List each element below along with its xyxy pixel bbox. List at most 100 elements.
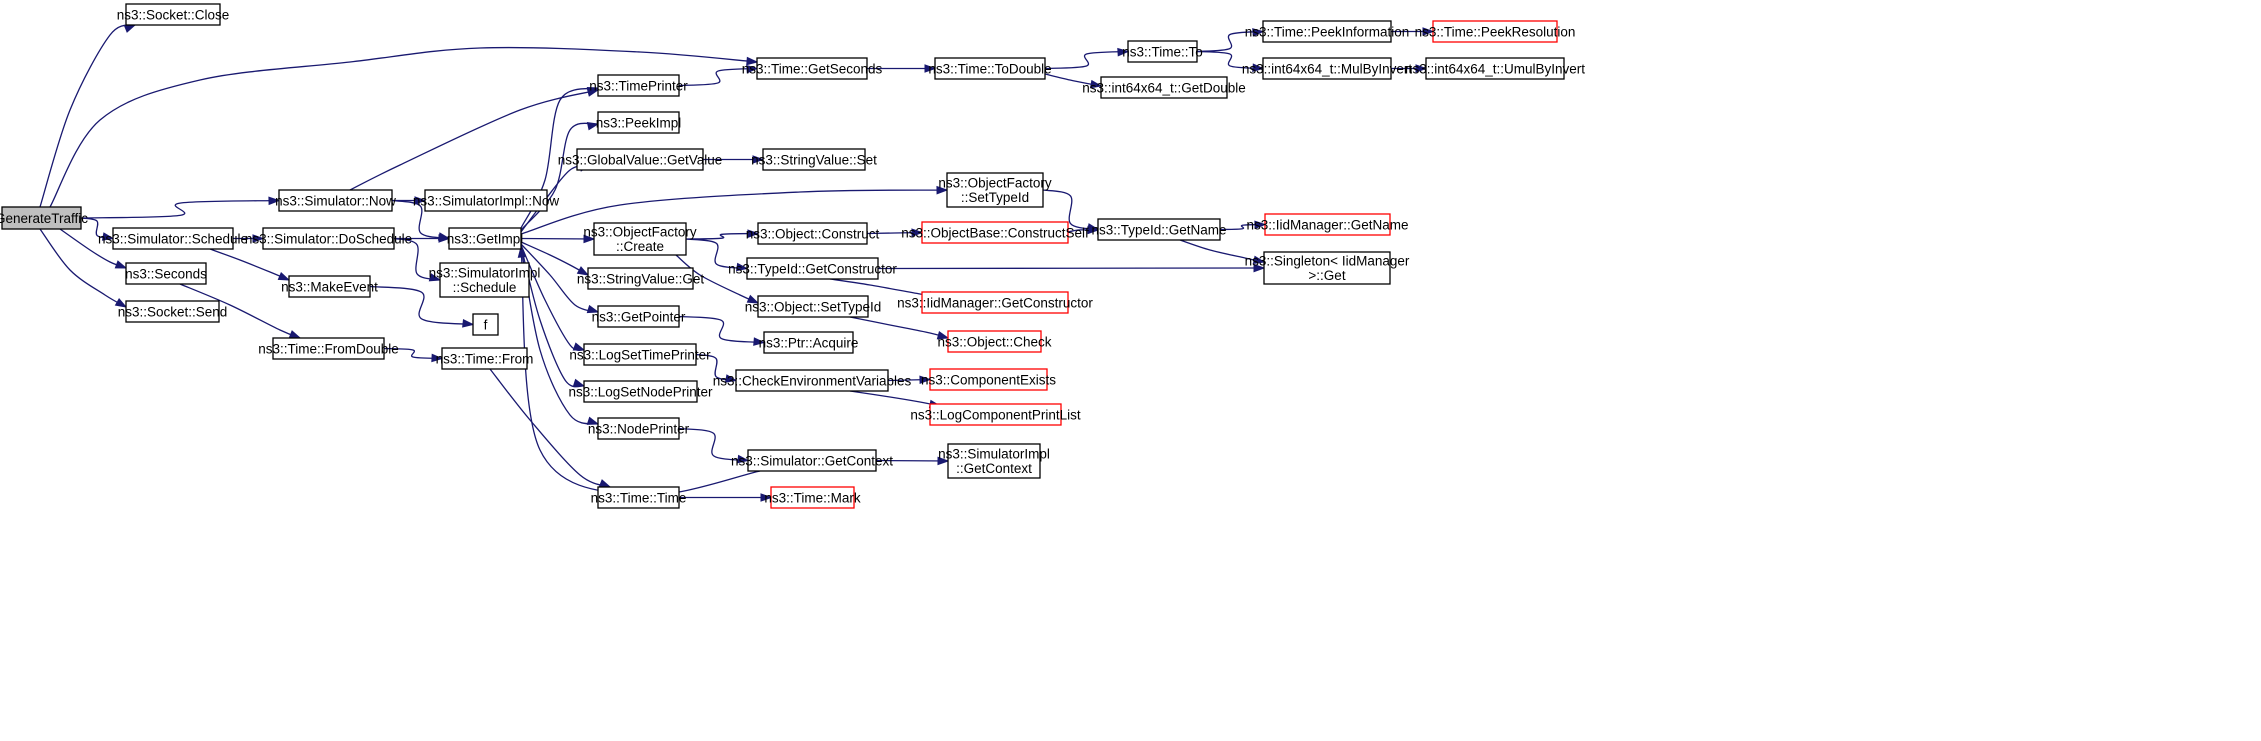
- node-n11[interactable]: ns3::MakeEvent: [281, 275, 378, 298]
- node-n34[interactable]: ns3::Time::ToDouble: [928, 57, 1052, 80]
- node-n2[interactable]: ns3::Simulator::Now: [275, 189, 396, 212]
- node-box[interactable]: [757, 222, 868, 245]
- node-n10[interactable]: ns3::Simulator::DoSchedule: [245, 227, 412, 250]
- node-n48[interactable]: ns3::Time::PeekResolution: [1415, 20, 1576, 43]
- node-box[interactable]: [1, 206, 82, 230]
- node-box[interactable]: [441, 347, 528, 370]
- node-box[interactable]: [929, 368, 1048, 391]
- node-box[interactable]: [1432, 20, 1558, 43]
- node-n5[interactable]: ns3::Socket::Send: [118, 300, 228, 323]
- node-box[interactable]: [1263, 251, 1391, 285]
- node-n41[interactable]: ns3::Time::To: [1122, 40, 1203, 63]
- node-n43[interactable]: ns3::TypeId::GetName: [1091, 218, 1227, 241]
- node-n39[interactable]: ns3::LogComponentPrintList: [910, 403, 1081, 426]
- node-box[interactable]: [921, 291, 1069, 314]
- node-n33[interactable]: ns3::Simulator::GetContext: [731, 449, 893, 472]
- node-box[interactable]: [583, 380, 698, 403]
- node-box[interactable]: [597, 305, 680, 328]
- node-box[interactable]: [921, 221, 1069, 244]
- node-box[interactable]: [597, 111, 680, 134]
- node-box[interactable]: [472, 313, 499, 336]
- node-box[interactable]: [757, 295, 869, 318]
- node-n40[interactable]: ns3::SimulatorImpl::GetContext: [938, 443, 1050, 479]
- node-box[interactable]: [125, 300, 220, 323]
- node-n38[interactable]: ns3::ComponentExists: [921, 368, 1056, 391]
- node-box[interactable]: [1262, 57, 1392, 80]
- node-box[interactable]: [583, 343, 697, 366]
- node-n32[interactable]: ns3::CheckEnvironmentVariables: [713, 369, 912, 392]
- node-n17[interactable]: ns3::Time::Mark: [764, 486, 861, 509]
- node-n14[interactable]: ns3::Time::FromDouble: [258, 337, 399, 360]
- node-n24[interactable]: ns3::LogSetNodePrinter: [568, 380, 713, 403]
- node-n6[interactable]: ns3::Time::GetSeconds: [742, 57, 883, 80]
- node-box[interactable]: [946, 172, 1044, 208]
- node-box[interactable]: [1097, 218, 1221, 241]
- node-box[interactable]: [1262, 20, 1392, 43]
- node-box[interactable]: [947, 330, 1042, 353]
- node-n8[interactable]: ns3::SimulatorImpl::Now: [413, 189, 560, 212]
- node-box[interactable]: [278, 189, 393, 212]
- node-n29[interactable]: ns3::TypeId::GetConstructor: [728, 257, 897, 280]
- node-n22[interactable]: ns3::GetPointer: [592, 305, 686, 328]
- node-box[interactable]: [448, 227, 522, 250]
- node-n49[interactable]: ns3::int64x64_t::UmulByInvert: [1405, 57, 1585, 80]
- node-box[interactable]: [112, 227, 234, 250]
- node-n18[interactable]: ns3::PeekImpl: [596, 111, 682, 134]
- node-n45[interactable]: ns3::int64x64_t::MulByInvert: [1242, 57, 1413, 80]
- node-box[interactable]: [597, 74, 680, 97]
- node-n36[interactable]: ns3::IidManager::GetConstructor: [897, 291, 1093, 314]
- node-n12[interactable]: ns3::SimulatorImpl::Schedule: [429, 262, 541, 298]
- node-box[interactable]: [1127, 40, 1198, 63]
- node-n3[interactable]: ns3::Simulator::Schedule: [98, 227, 248, 250]
- node-box[interactable]: [747, 449, 877, 472]
- node-box[interactable]: [735, 369, 889, 392]
- node-n13[interactable]: f: [472, 313, 499, 336]
- node-box[interactable]: [125, 262, 207, 285]
- node-box[interactable]: [262, 227, 395, 250]
- node-box[interactable]: [597, 486, 680, 509]
- node-n35[interactable]: ns3::ObjectBase::ConstructSelf: [901, 221, 1089, 244]
- node-n28[interactable]: ns3::Object::Construct: [746, 222, 880, 245]
- node-box[interactable]: [746, 257, 879, 280]
- node-box[interactable]: [1264, 213, 1391, 236]
- node-n21[interactable]: ns3::StringValue::Get: [577, 267, 705, 290]
- node-n31[interactable]: ns3::Ptr::Acquire: [759, 331, 859, 354]
- node-n20[interactable]: ns3::ObjectFactory::Create: [583, 222, 697, 256]
- node-box[interactable]: [762, 148, 866, 171]
- node-box[interactable]: [439, 262, 530, 298]
- node-box[interactable]: [756, 57, 868, 80]
- node-n0[interactable]: GenerateTraffic: [0, 206, 88, 230]
- node-n26[interactable]: ns3::StringValue::Set: [751, 148, 877, 171]
- node-box[interactable]: [424, 189, 548, 212]
- node-box[interactable]: [597, 417, 680, 440]
- node-n23[interactable]: ns3::LogSetTimePrinter: [569, 343, 711, 366]
- node-n27[interactable]: ns3::ObjectFactory::SetTypeId: [938, 172, 1052, 208]
- node-box[interactable]: [1100, 76, 1228, 99]
- node-box[interactable]: [587, 267, 694, 290]
- node-box[interactable]: [947, 443, 1041, 479]
- node-box[interactable]: [288, 275, 371, 298]
- node-n42[interactable]: ns3::int64x64_t::GetDouble: [1082, 76, 1246, 99]
- node-n25[interactable]: ns3::NodePrinter: [588, 417, 690, 440]
- node-box[interactable]: [593, 222, 687, 256]
- node-box[interactable]: [929, 403, 1062, 426]
- node-box[interactable]: [125, 3, 221, 26]
- node-box[interactable]: [934, 57, 1046, 80]
- node-box[interactable]: [1425, 57, 1565, 80]
- node-n7[interactable]: ns3::TimePrinter: [589, 74, 688, 97]
- node-box[interactable]: [272, 337, 385, 360]
- node-n4[interactable]: ns3::Seconds: [125, 262, 207, 285]
- node-box[interactable]: [576, 148, 704, 171]
- node-n1[interactable]: ns3::Socket::Close: [117, 3, 230, 26]
- node-n30[interactable]: ns3::Object::SetTypeId: [745, 295, 882, 318]
- node-n9[interactable]: ns3::GetImpl: [447, 227, 524, 250]
- node-n46[interactable]: ns3::IidManager::GetName: [1246, 213, 1409, 236]
- node-box[interactable]: [770, 486, 855, 509]
- node-box[interactable]: [763, 331, 854, 354]
- node-n44[interactable]: ns3::Time::PeekInformation: [1245, 20, 1410, 43]
- node-n15[interactable]: ns3::Time::From: [436, 347, 534, 370]
- node-n19[interactable]: ns3::GlobalValue::GetValue: [558, 148, 723, 171]
- node-n37[interactable]: ns3::Object::Check: [937, 330, 1052, 353]
- node-n16[interactable]: ns3::Time::Time: [591, 486, 687, 509]
- node-n47[interactable]: ns3::Singleton< IidManager >::Get: [1245, 251, 1410, 285]
